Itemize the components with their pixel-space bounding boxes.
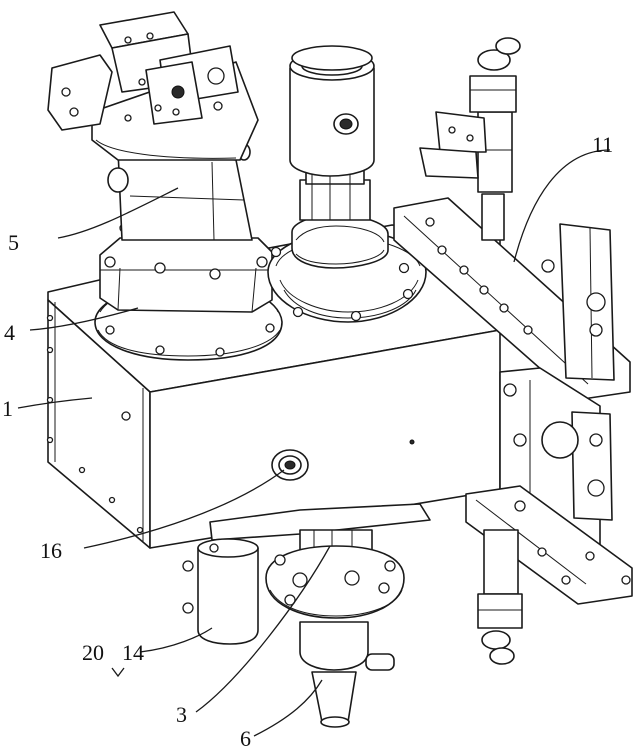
label-20: 20 bbox=[82, 640, 104, 665]
label-5: 5 bbox=[8, 230, 19, 255]
leader-11 bbox=[513, 149, 611, 263]
top-cylinder bbox=[289, 45, 375, 177]
motor-head bbox=[47, 11, 259, 161]
leader-lines bbox=[17, 149, 611, 737]
leader-4 bbox=[29, 307, 139, 331]
label-11: 11 bbox=[592, 132, 613, 157]
label-6: 6 bbox=[240, 726, 251, 749]
lower-clamp bbox=[477, 529, 523, 665]
leader-14 bbox=[139, 627, 213, 653]
leader-16 bbox=[83, 469, 285, 549]
cylinder-14 bbox=[182, 538, 259, 645]
leader-6 bbox=[253, 679, 323, 737]
label-3: 3 bbox=[176, 702, 187, 727]
rail-frame-11 bbox=[393, 197, 633, 605]
label-14: 14 bbox=[122, 640, 144, 665]
label-1: 1 bbox=[2, 396, 13, 421]
leader-5 bbox=[57, 187, 179, 239]
label-16: 16 bbox=[40, 538, 62, 563]
leader-20 bbox=[111, 667, 125, 678]
bottom-flange bbox=[265, 545, 405, 619]
leader-1 bbox=[17, 397, 93, 409]
rail-top-block bbox=[419, 111, 487, 179]
leader-3 bbox=[195, 545, 331, 713]
label-4: 4 bbox=[4, 320, 15, 345]
bottom-nozzle-6 bbox=[299, 621, 395, 728]
part-labels: 5 4 1 16 20 14 3 6 11 bbox=[2, 132, 613, 749]
rotary-joint-rings bbox=[291, 213, 389, 269]
